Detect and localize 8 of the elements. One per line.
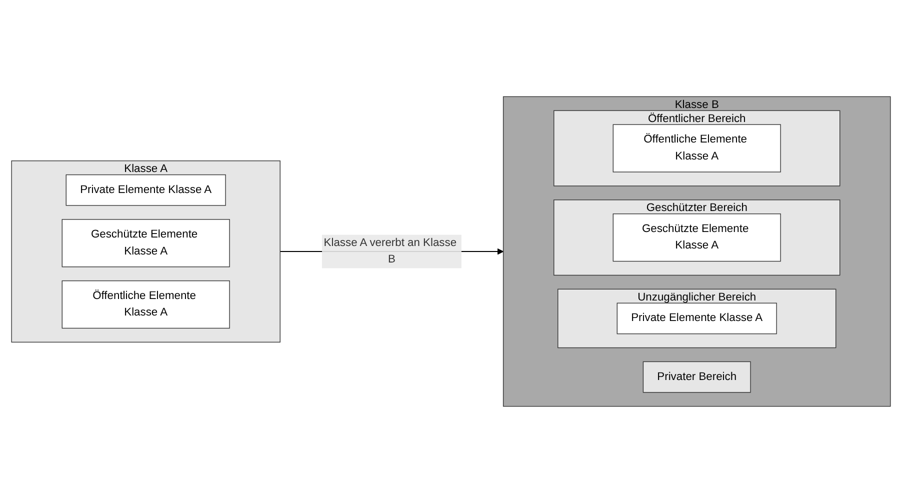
edge-label: Klasse A vererbt an Klasse B bbox=[324, 236, 457, 266]
node-box: Geschützte Elemente Klasse A bbox=[612, 213, 781, 262]
node-box: Öffentliche Elemente Klasse A bbox=[62, 280, 230, 329]
node-box: Private Elemente Klasse A bbox=[66, 174, 226, 206]
node-box: Geschützte Elemente Klasse A bbox=[62, 219, 230, 268]
node-box: Private Elemente Klasse A bbox=[616, 302, 777, 334]
node-box: Öffentliche Elemente Klasse A bbox=[612, 124, 781, 172]
node-box: Privater Bereich bbox=[642, 361, 751, 393]
